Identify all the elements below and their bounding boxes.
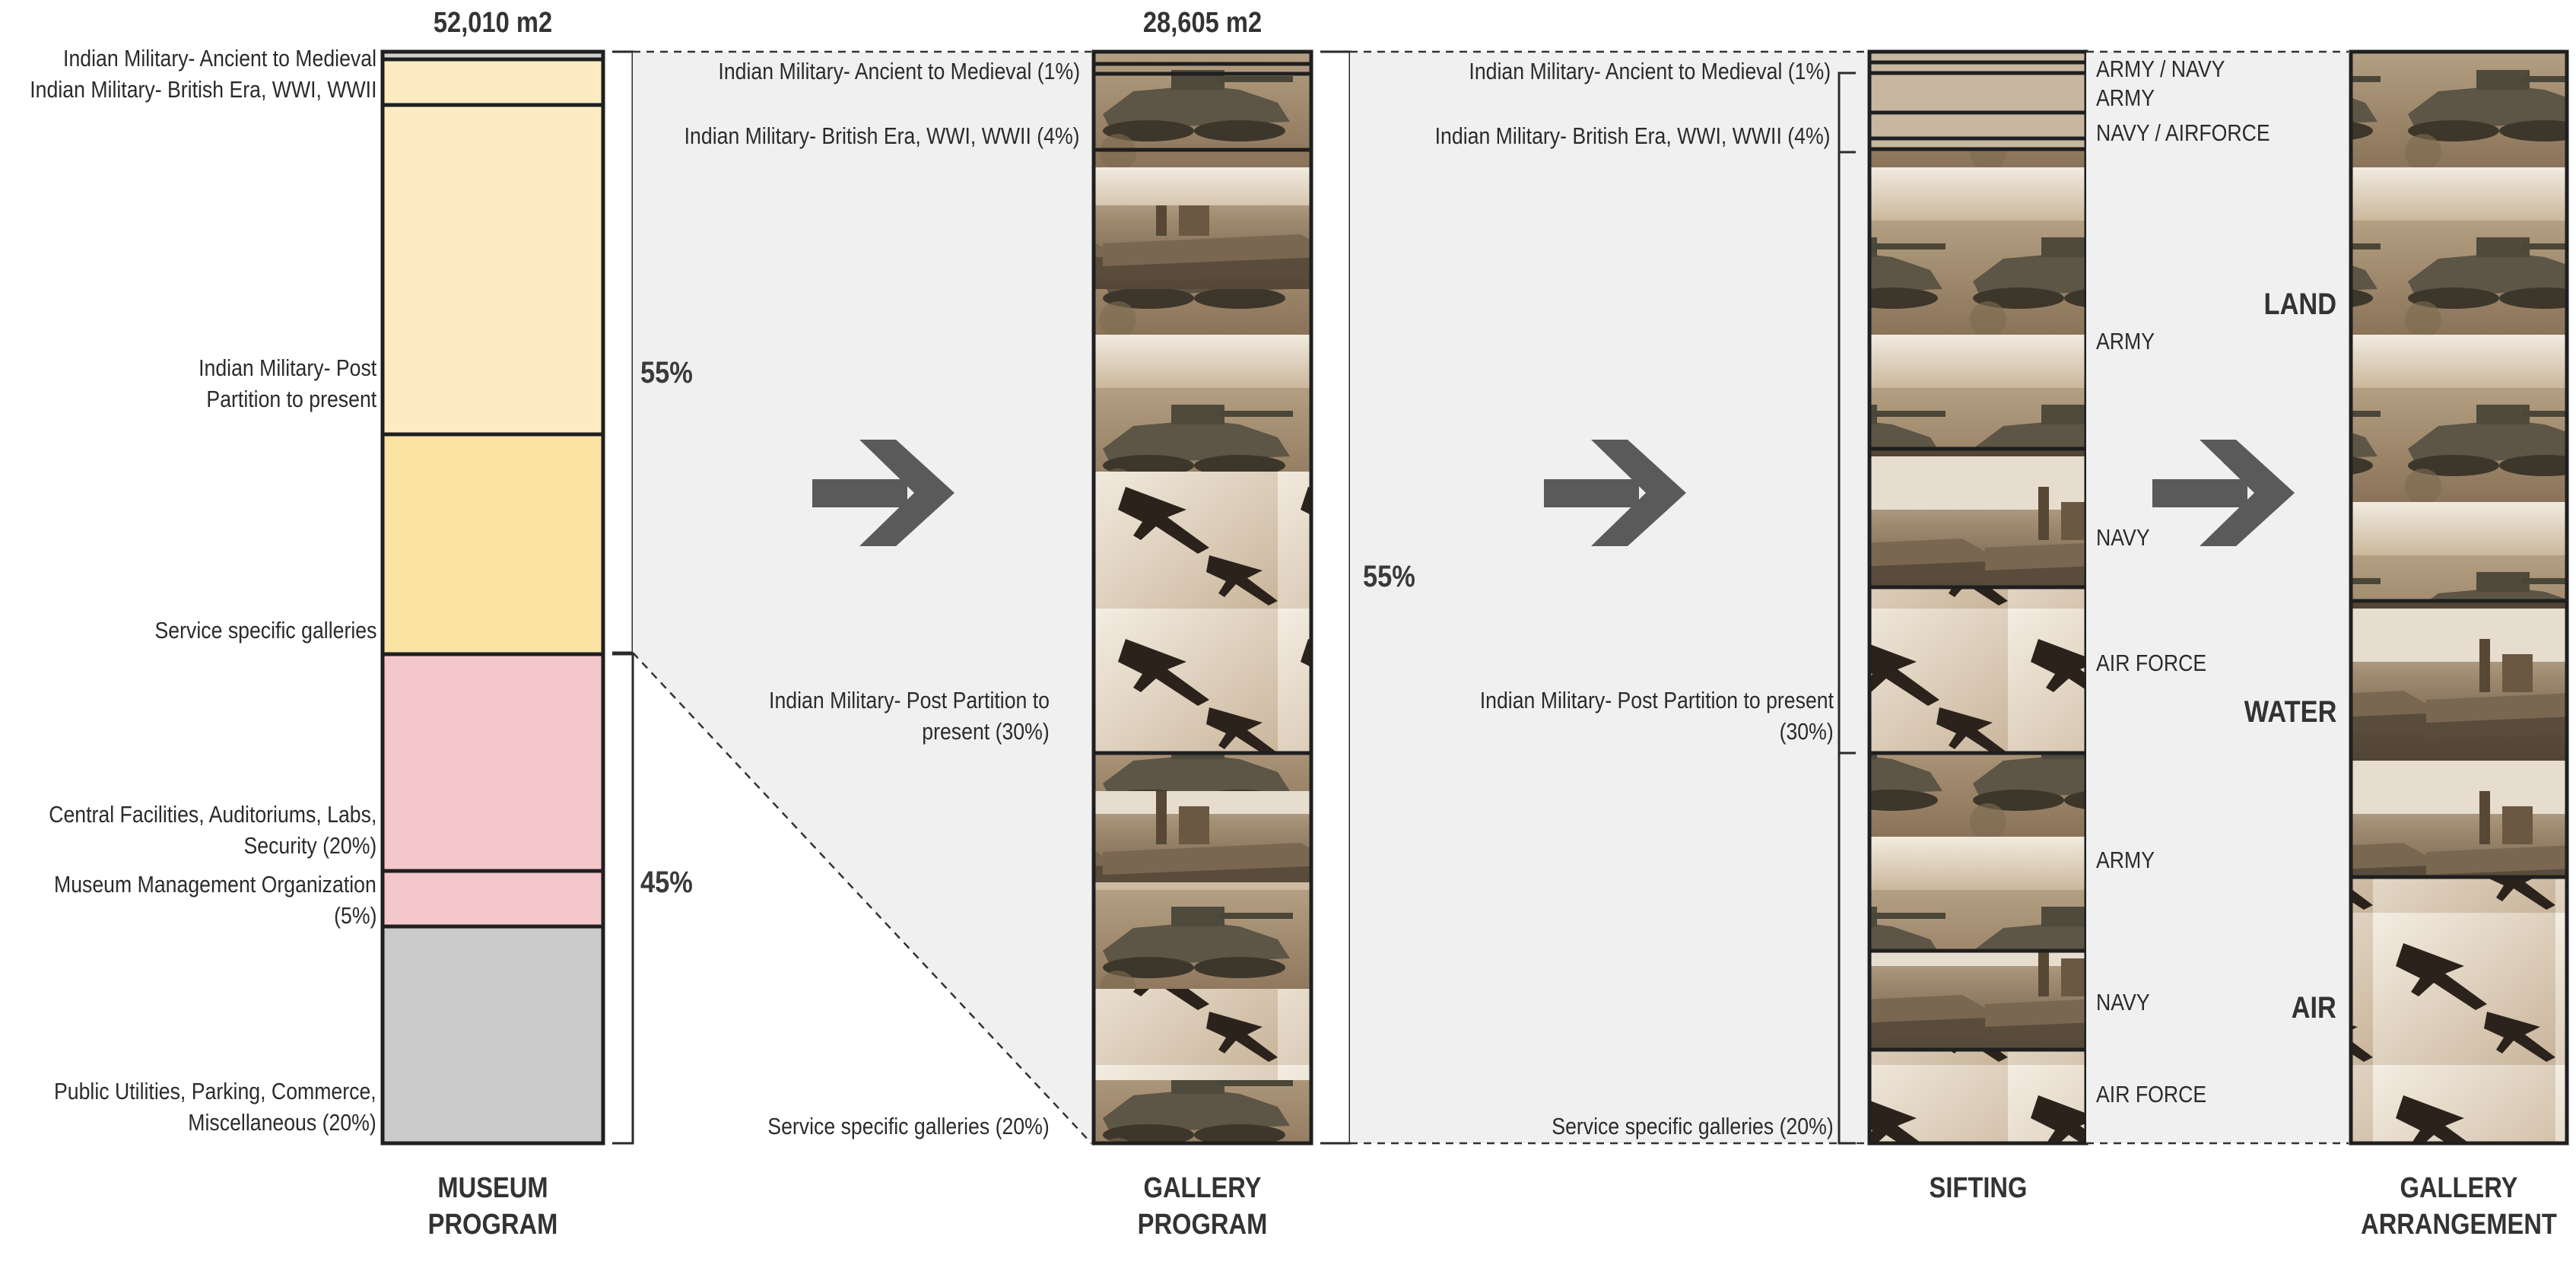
sifting-column	[1838, 49, 2088, 1146]
sifting-block-navy-2	[1869, 951, 2086, 1050]
bracket-sifting-service	[1838, 752, 1856, 1145]
museum-label-management-2: (5%)	[333, 902, 376, 929]
bar-segment-post-partition	[383, 105, 603, 434]
museum-label-service: Service specific galleries	[154, 617, 376, 644]
bracket-55-gallery	[1320, 50, 1352, 1145]
gallery-program-image-jets	[1094, 472, 1311, 753]
museum-area-value: 52,010 m2	[433, 7, 553, 39]
bar-segment-ancient	[383, 52, 603, 59]
museum-bracket-45: 45%	[640, 866, 693, 899]
bar-segment-utilities	[383, 926, 603, 1143]
arrangement-footer-1: GALLERY	[2400, 1172, 2518, 1204]
sifting-label-post-1: Indian Military- Post Partition to prese…	[1479, 687, 1834, 713]
arrangement-section-land: LAND	[2263, 288, 2336, 321]
arrangement-land-image	[2351, 52, 2567, 601]
bracket-55-museum	[612, 50, 634, 654]
museum-label-post-1: Indian Military- Post	[198, 354, 376, 381]
museum-footer-1: MUSEUM	[437, 1172, 548, 1204]
bar-segment-british-era	[383, 59, 603, 105]
museum-label-post-2: Partition to present	[206, 386, 376, 412]
museum-label-management-1: Museum Management Organization	[54, 871, 376, 898]
sifting-label-british: Indian Military- British Era, WWI, WWII …	[1435, 122, 1831, 149]
museum-label-utilities-1: Public Utilities, Parking, Commerce,	[54, 1078, 376, 1104]
gallery-program-column	[1091, 49, 1352, 1146]
gallery-footer-2: PROGRAM	[1137, 1209, 1268, 1241]
funnel-panel-3	[2086, 52, 2349, 1143]
gallery-arrangement-column	[2349, 49, 2569, 1146]
sifting-block-navy	[1869, 449, 2086, 587]
sifting-tag-navy-airforce: NAVY / AIRFORCE	[2096, 119, 2270, 146]
museum-label-central-1: Central Facilities, Auditoriums, Labs,	[48, 801, 376, 828]
gallery-area-value: 28,605 m2	[1142, 7, 1263, 39]
funnel-panel-2	[1350, 52, 1867, 1143]
museum-footer-2: PROGRAM	[427, 1209, 558, 1241]
sifting-tag-army-top: ARMY	[2096, 84, 2155, 111]
arrow-right-icon	[2152, 440, 2295, 546]
gallery-label-british: Indian Military- British Era, WWI, WWII …	[684, 122, 1080, 149]
gallery-bracket-55: 55%	[1363, 560, 1415, 593]
arrow-right-icon	[812, 440, 954, 546]
gallery-label-service: Service specific galleries (20%)	[767, 1113, 1050, 1139]
arrangement-footer-2: ARRANGEMENT	[2361, 1209, 2557, 1241]
sifting-tag-army-navy: ARMY / NAVY	[2096, 56, 2225, 82]
sifting-tag-navy: NAVY	[2096, 524, 2150, 551]
gallery-label-post-1: Indian Military- Post Partition to	[769, 687, 1050, 713]
sifting-block-airforce-2	[1869, 1050, 2086, 1143]
funnel-panel-1	[633, 52, 1091, 1143]
bar-segment-service-galleries	[383, 434, 603, 654]
bar-segment-central-facilities	[383, 654, 603, 871]
museum-label-ancient: Indian Military- Ancient to Medieval	[63, 45, 376, 72]
sifting-tag-army: ARMY	[2096, 328, 2155, 354]
gallery-label-post-2: present (30%)	[922, 718, 1050, 745]
museum-program-column	[380, 49, 634, 1146]
gallery-footer-1: GALLERY	[1143, 1172, 1262, 1204]
sifting-tag-airforce: AIR FORCE	[2096, 650, 2207, 676]
gallery-program-image-ship	[1094, 205, 1311, 289]
bracket-45-museum	[612, 653, 634, 1145]
sifting-footer: SIFTING	[1929, 1172, 2028, 1204]
museum-bracket-55: 55%	[640, 356, 693, 389]
sifting-block-army-2	[1869, 753, 2086, 951]
arrangement-water-image	[2351, 601, 2567, 877]
museum-label-utilities-2: Miscellaneous (20%)	[188, 1109, 376, 1136]
sifting-label-ancient: Indian Military- Ancient to Medieval (1%…	[1469, 58, 1831, 84]
museum-label-british: Indian Military- British Era, WWI, WWII	[29, 76, 376, 103]
sifting-tag-navy-2: NAVY	[2096, 989, 2150, 1015]
bar-segment-management	[383, 871, 603, 926]
sifting-tag-army-2: ARMY	[2096, 847, 2155, 873]
sifting-tag-airforce-2: AIR FORCE	[2096, 1081, 2207, 1108]
sifting-block-army	[1869, 149, 2086, 449]
sifting-block-top	[1869, 52, 2086, 149]
sifting-block-airforce	[1869, 587, 2086, 753]
museum-label-central-2: Security (20%)	[243, 832, 376, 859]
arrangement-air-image	[2351, 877, 2567, 1143]
gallery-label-ancient: Indian Military- Ancient to Medieval (1%…	[718, 58, 1080, 84]
gallery-program-image-ship-2	[1094, 791, 1311, 882]
sifting-label-service: Service specific galleries (20%)	[1552, 1113, 1834, 1139]
arrow-right-icon	[1544, 440, 1686, 546]
sifting-label-post-2: (30%)	[1779, 718, 1834, 745]
gallery-program-image-jets-2	[1094, 989, 1311, 1080]
arrangement-section-air: AIR	[2291, 991, 2336, 1025]
arrangement-section-water: WATER	[2244, 695, 2336, 729]
